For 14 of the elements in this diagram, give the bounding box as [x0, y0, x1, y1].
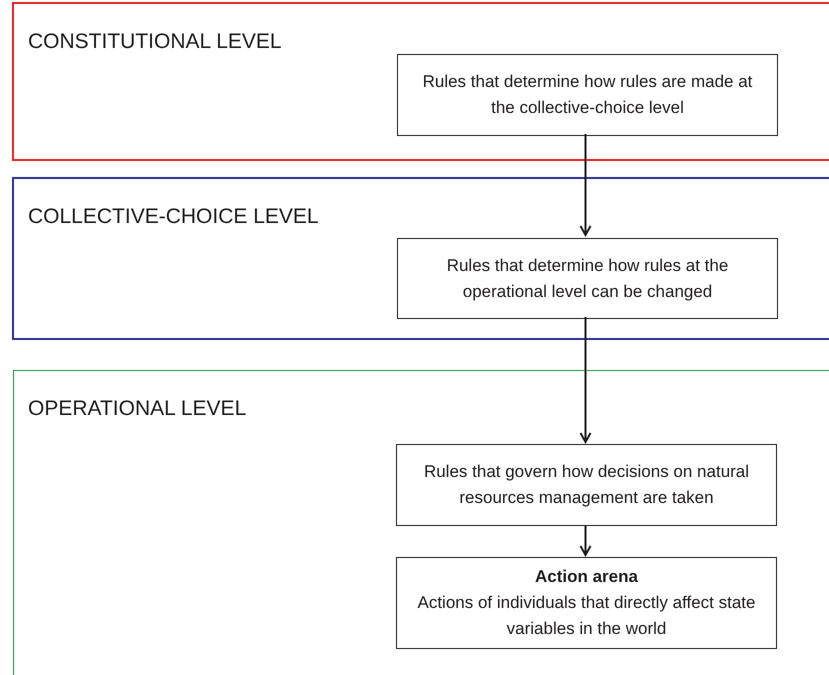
level-band [12, 177, 829, 340]
box-text: Actions of individuals that directly affect state variables in the world [416, 592, 756, 640]
level-heading: COLLECTIVE-CHOICE LEVEL [28, 204, 319, 230]
box-text: Rules that determine how rules are made at the collective-choice level [422, 71, 754, 119]
box-text: Rules that determine how rules at the operational level can be changed [446, 254, 730, 302]
level-band [13, 370, 829, 675]
box-text: Rules that govern how decisions on natural resources management are taken [422, 461, 750, 509]
arrow [580, 134, 592, 236]
arrow [580, 317, 592, 443]
level-heading: CONSTITUTIONAL LEVEL [28, 29, 282, 55]
level-band [12, 2, 829, 161]
box-title: Action arena [535, 566, 638, 588]
level-heading: OPERATIONAL LEVEL [28, 396, 246, 422]
arrow [580, 525, 592, 556]
